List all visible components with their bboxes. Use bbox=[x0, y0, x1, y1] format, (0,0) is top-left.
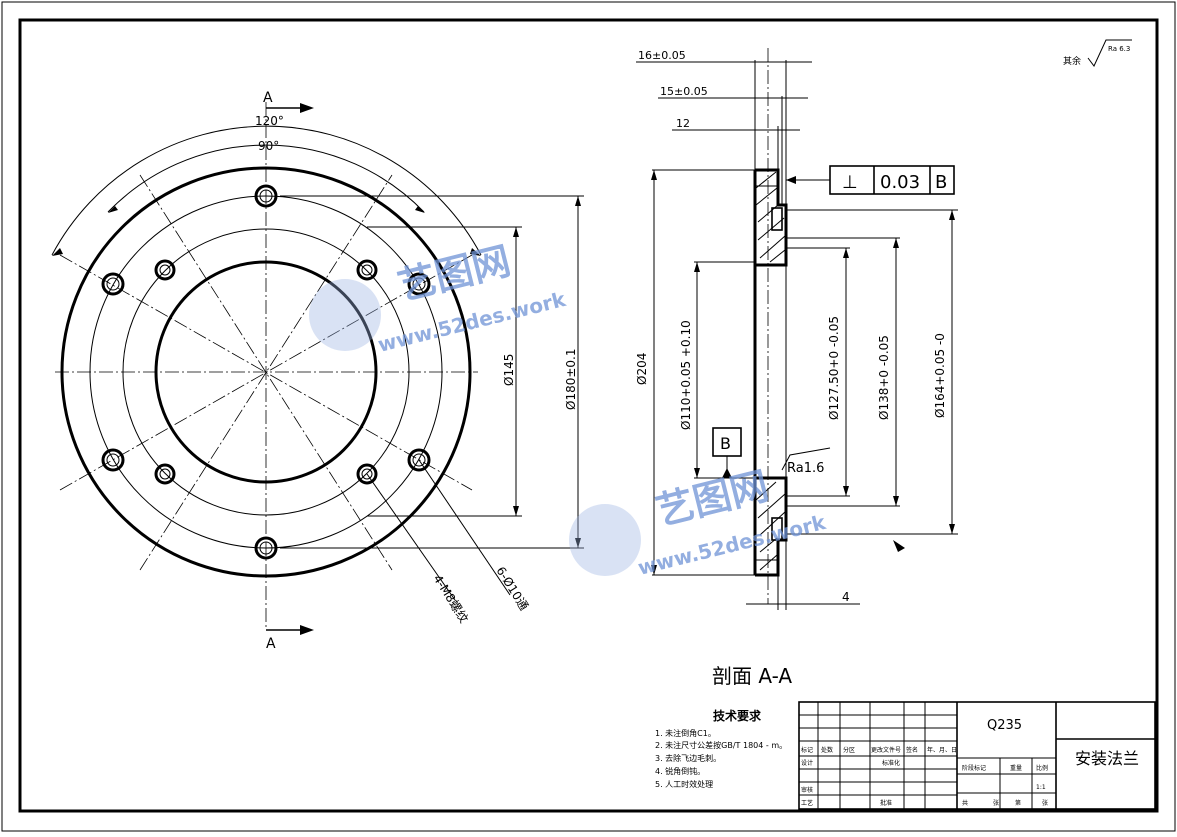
section-hatching bbox=[755, 171, 786, 571]
angle-120-label: 120° bbox=[255, 114, 284, 128]
tapped-holes bbox=[154, 259, 378, 485]
svg-text:标准化: 标准化 bbox=[882, 759, 900, 767]
tolerance-value: 0.03 bbox=[880, 172, 920, 193]
watermark-globe-icon bbox=[309, 279, 381, 351]
svg-text:2. 未注尺寸公差按GB/T 1804 - m。: 2. 未注尺寸公差按GB/T 1804 - m。 bbox=[655, 740, 787, 750]
svg-text:比例: 比例 bbox=[1036, 764, 1048, 772]
dim-d145: Ø145 bbox=[502, 354, 516, 386]
perpendicularity-symbol: ⊥ bbox=[842, 172, 858, 193]
roughness-symbol-icon bbox=[1087, 39, 1132, 67]
center-bore bbox=[154, 260, 378, 484]
outer-contour bbox=[60, 166, 472, 578]
bolt-circle-outer bbox=[89, 195, 443, 549]
dim-d110: Ø110+0.05 +0.10 bbox=[679, 320, 693, 430]
angle-90-label: 90° bbox=[258, 139, 279, 153]
svg-text:3. 去除飞边毛刺。: 3. 去除飞边毛刺。 bbox=[655, 753, 721, 763]
callout-tapped-holes: 4-M8螺纹 bbox=[430, 572, 470, 625]
dim-thickness-4: 4 bbox=[842, 590, 850, 604]
datum-label: B bbox=[720, 434, 731, 453]
svg-text:张: 张 bbox=[1042, 799, 1048, 807]
svg-text:阶段标记: 阶段标记 bbox=[962, 764, 986, 772]
drawing-border bbox=[18, 18, 1159, 813]
material: Q235 bbox=[987, 718, 1022, 733]
scale: 1:1 bbox=[1036, 784, 1046, 791]
svg-text:签名: 签名 bbox=[906, 746, 918, 754]
angle-arc-90 bbox=[107, 144, 425, 213]
dim-d127-5: Ø127.50+0 -0.05 bbox=[827, 316, 841, 420]
dim-d164: Ø164+0.05 -0 bbox=[933, 333, 947, 418]
svg-text:张: 张 bbox=[993, 799, 999, 807]
svg-text:共: 共 bbox=[962, 799, 968, 807]
svg-text:艺图网: 艺图网 bbox=[394, 238, 515, 308]
part-name: 安装法兰 bbox=[1075, 749, 1139, 768]
angle-arc-120 bbox=[51, 125, 482, 256]
svg-text:设计: 设计 bbox=[801, 759, 813, 767]
svg-text:第: 第 bbox=[1015, 799, 1021, 807]
svg-text:技术要求: 技术要求 bbox=[713, 708, 762, 723]
svg-text:工艺: 工艺 bbox=[801, 799, 813, 807]
bolt-circle-inner bbox=[122, 228, 410, 516]
section-view: 16±0.05 15±0.05 12 Ø204 Ø110+0.05 +0.10 … bbox=[635, 48, 958, 610]
front-view: 120° 90° A A Ø145 bbox=[51, 90, 584, 652]
dim-thickness-15: 15±0.05 bbox=[660, 85, 708, 98]
svg-text:更改文件号: 更改文件号 bbox=[871, 746, 901, 754]
roughness-note: Ra1.6 bbox=[787, 461, 824, 476]
tolerance-frame bbox=[829, 165, 955, 195]
svg-text:批准: 批准 bbox=[880, 799, 892, 807]
dim-thickness-16: 16±0.05 bbox=[638, 49, 686, 62]
through-holes bbox=[101, 184, 431, 560]
section-mark-bottom: A bbox=[266, 636, 276, 652]
watermark-globe-icon bbox=[569, 504, 641, 576]
svg-text:1. 未注倒角C1。: 1. 未注倒角C1。 bbox=[655, 728, 716, 738]
svg-text:Ra 6.3: Ra 6.3 bbox=[1108, 45, 1130, 53]
title-block: Q235 安装法兰 1:1 标记 处数 分区 更改文件号 签名 年、月、日 设计… bbox=[798, 701, 1156, 810]
svg-text:其余: 其余 bbox=[1063, 55, 1081, 67]
section-title: 剖面 A-A bbox=[712, 664, 792, 688]
dim-thickness-12: 12 bbox=[676, 117, 690, 130]
callout-through-holes: 6-Ø10通 bbox=[493, 564, 531, 613]
roughness-other: 其余 Ra 6.3 bbox=[1063, 39, 1132, 67]
svg-text:标记: 标记 bbox=[801, 746, 813, 754]
section-mark-top: A bbox=[263, 90, 273, 106]
svg-text:分区: 分区 bbox=[843, 746, 855, 754]
svg-text:4. 锐角倒钝。: 4. 锐角倒钝。 bbox=[655, 766, 705, 776]
dim-d138: Ø138+0 -0.05 bbox=[877, 335, 891, 420]
tolerance-datum: B bbox=[935, 172, 947, 193]
svg-text:处数: 处数 bbox=[821, 746, 833, 754]
svg-text:年、月、日: 年、月、日 bbox=[927, 746, 957, 754]
svg-text:重量: 重量 bbox=[1010, 764, 1022, 772]
tech-requirements: 技术要求 1. 未注倒角C1。 2. 未注尺寸公差按GB/T 1804 - m。… bbox=[655, 708, 787, 789]
svg-text:5. 人工时效处理: 5. 人工时效处理 bbox=[655, 779, 713, 789]
dim-d204: Ø204 bbox=[635, 353, 649, 385]
dim-d180: Ø180±0.1 bbox=[564, 349, 578, 411]
svg-text:审核: 审核 bbox=[801, 786, 813, 794]
